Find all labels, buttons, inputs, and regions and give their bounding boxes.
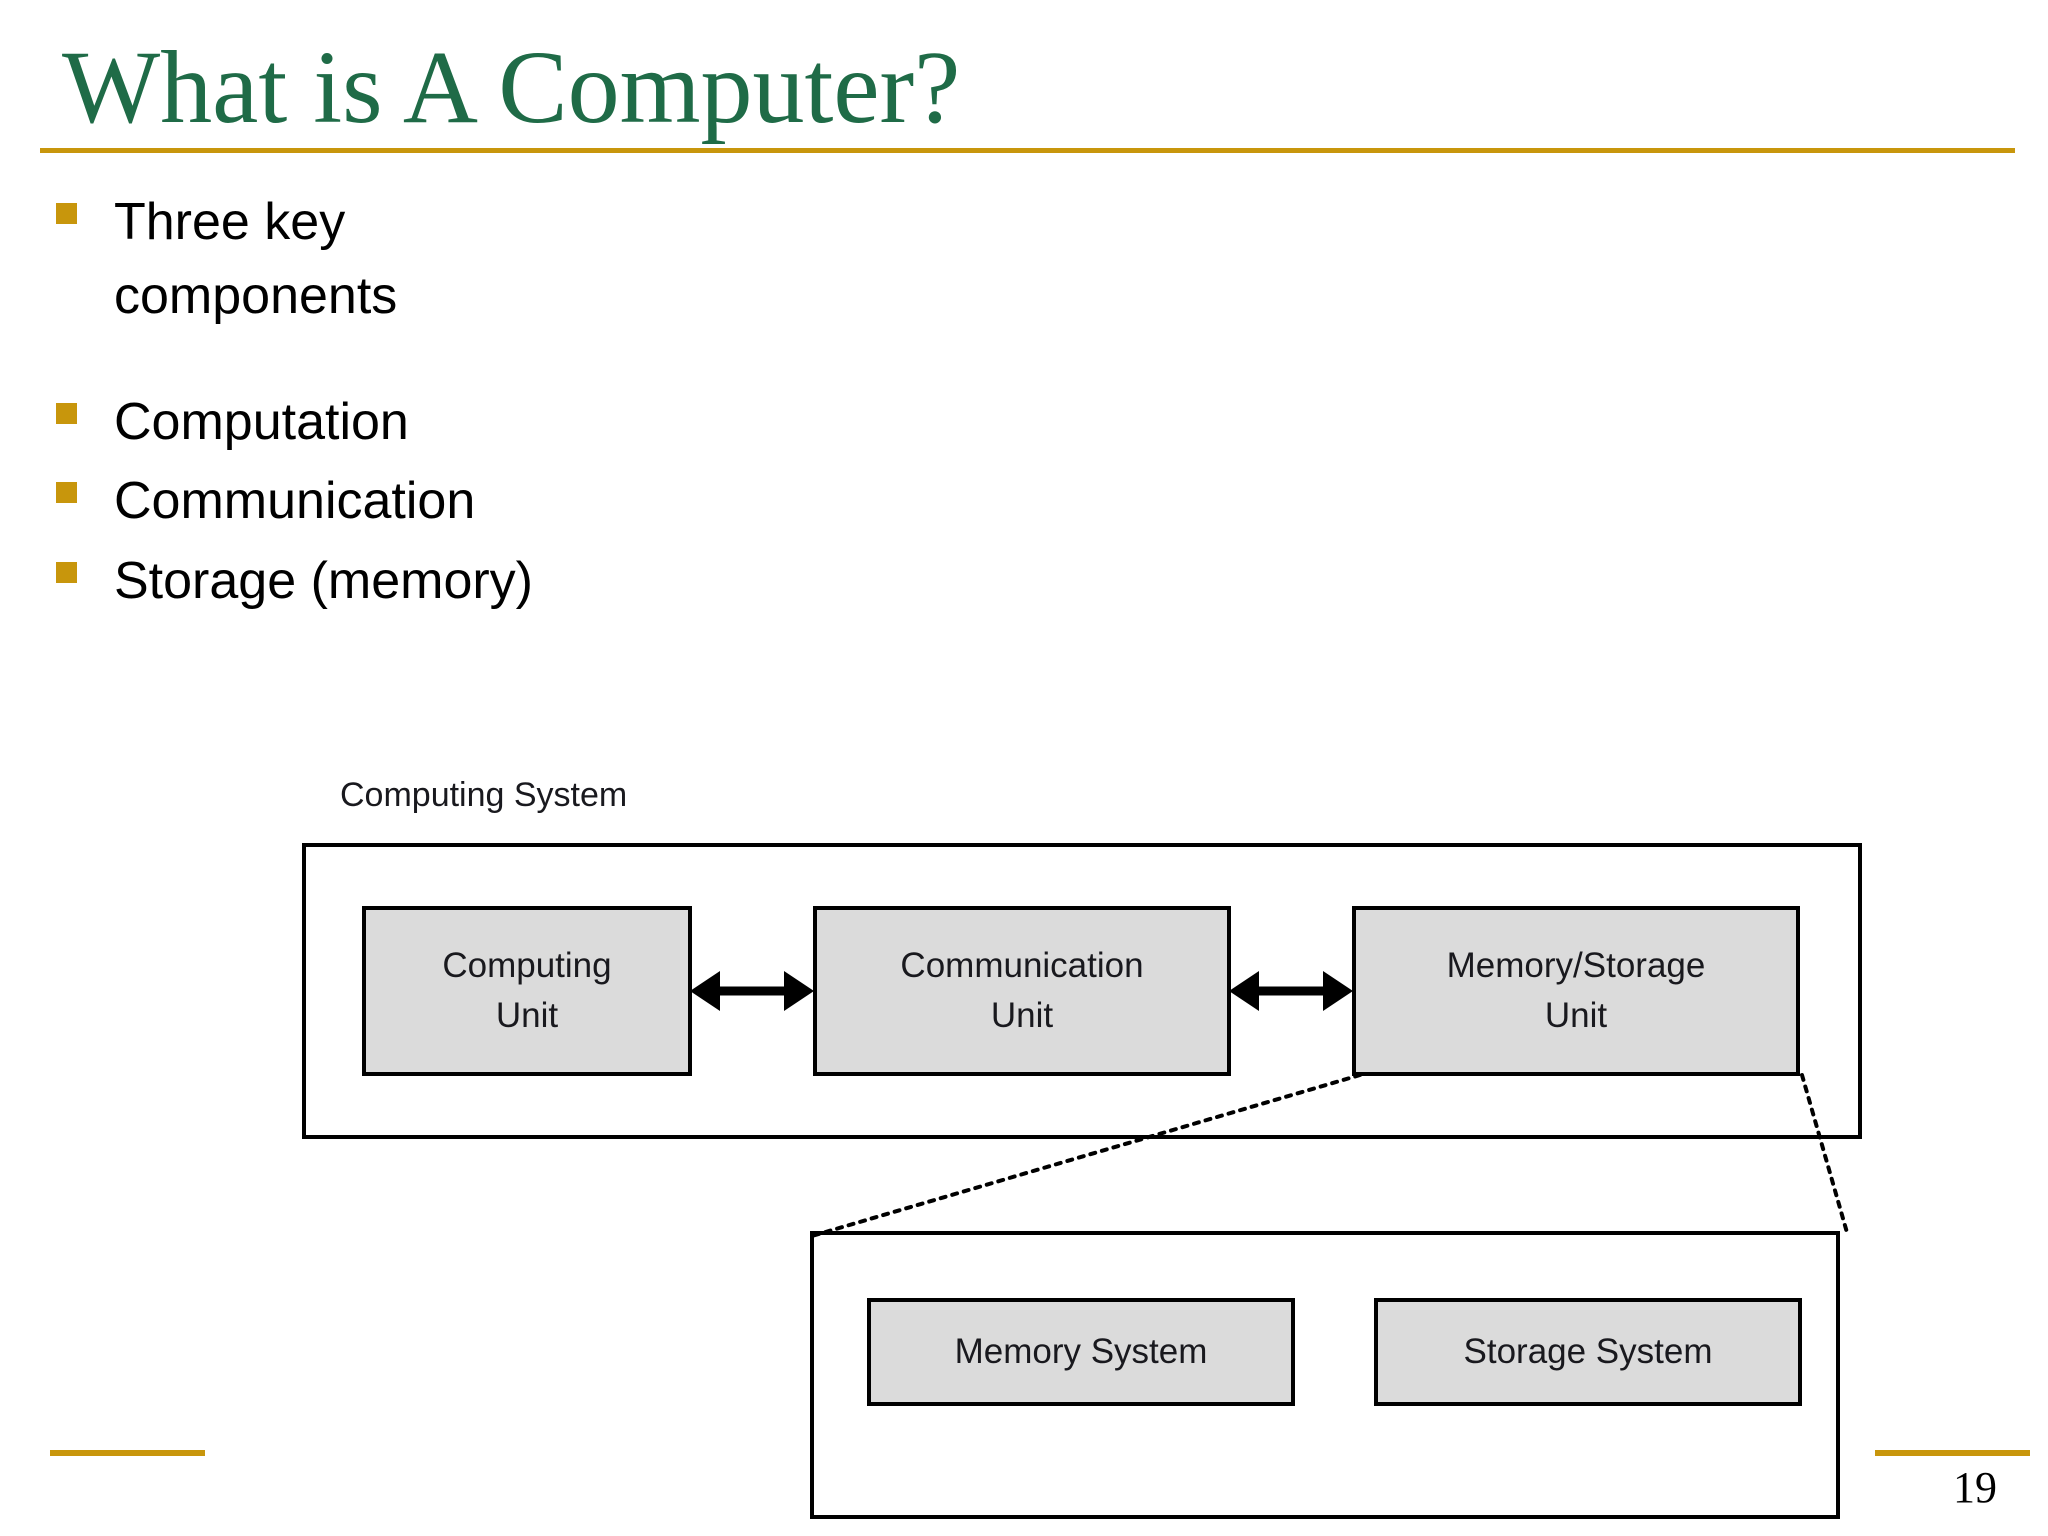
- computing-unit-box: Computing Unit: [362, 906, 692, 1076]
- bidirectional-arrow-icon: [1229, 971, 1353, 1011]
- list-item: Computation: [56, 386, 1056, 460]
- expansion-connector-lines: [810, 1073, 1850, 1238]
- bullet-label: Computation: [114, 392, 409, 451]
- bullet-label: Three key components: [114, 193, 398, 325]
- diagram-system-label: Computing System: [340, 776, 628, 814]
- memory-storage-unit-box: Memory/Storage Unit: [1352, 906, 1800, 1076]
- bullet-square-icon: [56, 482, 77, 504]
- memory-system-box: Memory System: [867, 1298, 1295, 1406]
- footer-divider-right: [1875, 1450, 2030, 1456]
- bullet-square-icon: [56, 203, 77, 224]
- computing-system-container: [302, 843, 1862, 1139]
- list-item: Storage (memory): [56, 545, 1056, 619]
- page-number: 19: [1953, 1463, 1997, 1512]
- communication-unit-box: Communication Unit: [813, 906, 1231, 1076]
- storage-system-box: Storage System: [1374, 1298, 1802, 1406]
- bullet-square-icon: [56, 562, 77, 584]
- memory-storage-detail-container: [810, 1231, 1840, 1519]
- bullet-label: Storage (memory): [114, 552, 533, 611]
- footer-divider-left: [50, 1450, 205, 1456]
- list-item: Communication: [56, 465, 1056, 539]
- bullet-list: Three key components Computation Communi…: [56, 186, 1056, 625]
- title-divider: [40, 148, 2015, 153]
- page-title: What is A Computer?: [62, 30, 961, 145]
- list-item: Three key components: [56, 186, 1056, 334]
- bidirectional-arrow-icon: [690, 971, 814, 1011]
- bullet-label: Communication: [114, 472, 476, 531]
- bullet-square-icon: [56, 402, 77, 424]
